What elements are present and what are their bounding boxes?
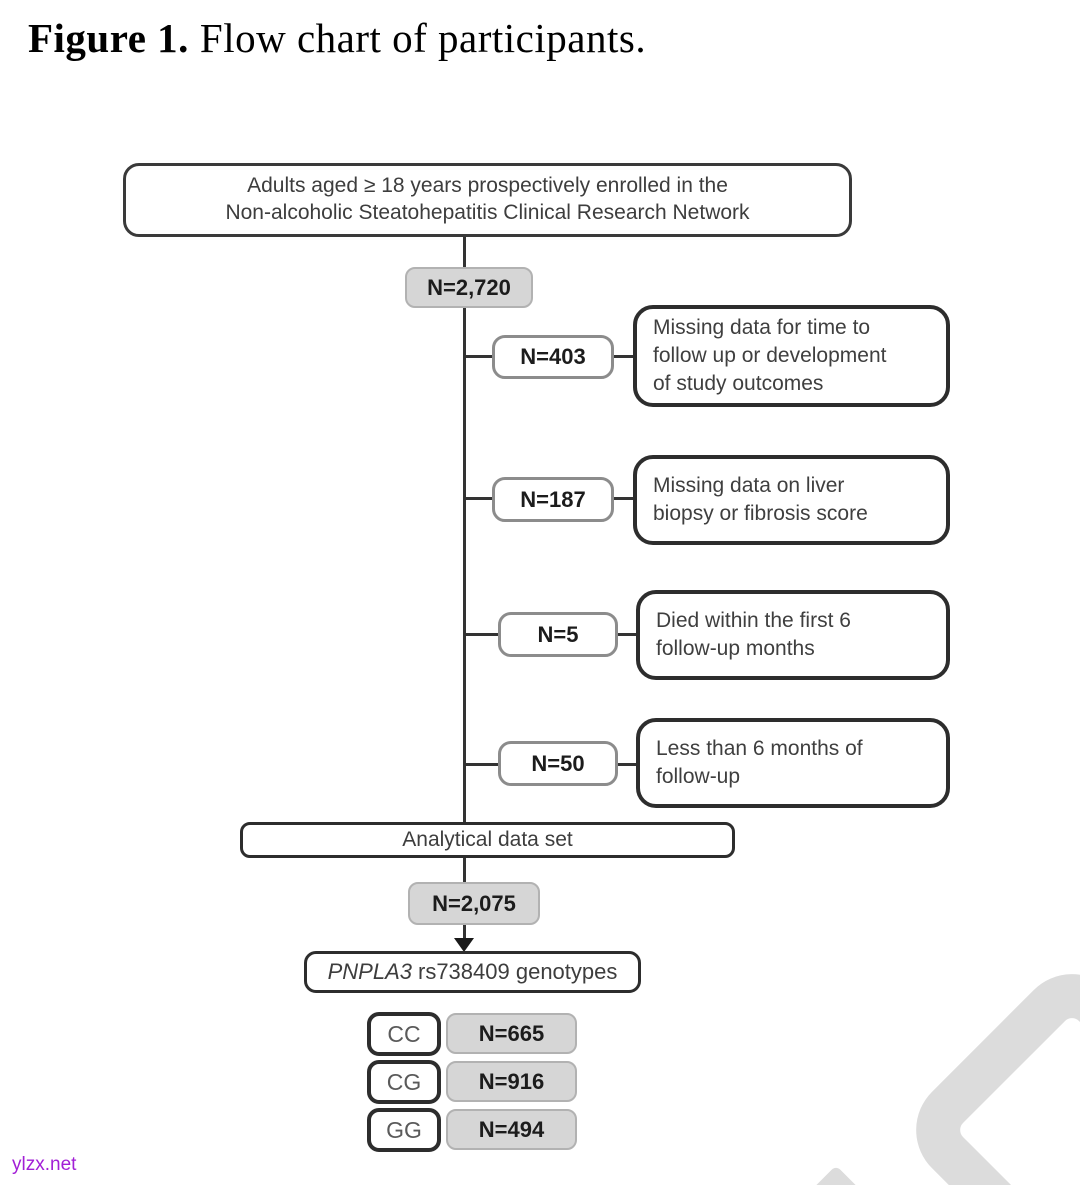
genotype-label-box-cc: CC	[367, 1012, 441, 1056]
exclusion-reason-box-2: Missing data on liver biopsy or fibrosis…	[633, 455, 950, 545]
exclusion-reason-box-1: Missing data for time to follow up or de…	[633, 305, 950, 407]
branch-line-2	[464, 497, 492, 500]
figure-caption: Figure 1.Flow chart of participants.	[28, 14, 646, 62]
exclusion-n-2: N=187	[520, 486, 586, 512]
genotype-label-cg: CG	[386, 1068, 422, 1095]
exclusion-n-box-4: N=50	[498, 741, 618, 786]
watermark-letter-tip	[779, 1165, 893, 1185]
watermark-link[interactable]: ylzx.net	[12, 1154, 77, 1175]
analytical-n-badge: N=2,075	[408, 882, 540, 925]
watermark-letter-fragment	[893, 951, 1080, 1185]
genotype-label-box-cg: CG	[367, 1060, 441, 1104]
exclusion-n-3: N=5	[537, 621, 579, 647]
genotype-label-gg: GG	[386, 1116, 422, 1143]
exclusion-reason-4: Less than 6 months of follow-up	[656, 737, 863, 788]
figure-caption-number: Figure 1.	[28, 15, 189, 61]
exclusion-n-4: N=50	[531, 750, 585, 776]
genotype-n-badge-cg: N=916	[446, 1061, 577, 1102]
exclusion-reason-box-3: Died within the first 6 follow-up months	[636, 590, 950, 680]
exclusion-n-1: N=403	[520, 344, 586, 369]
branch-line-1	[464, 355, 492, 358]
genotype-label-cc: CC	[387, 1020, 421, 1047]
analytical-dataset-box: Analytical data set	[240, 822, 735, 858]
enrollment-box: Adults aged ≥ 18 years prospectively enr…	[123, 163, 852, 237]
genotype-n-badge-gg: N=494	[446, 1109, 577, 1150]
enrolled-n: N=2,720	[427, 274, 511, 300]
analytical-dataset-label: Analytical data set	[402, 828, 573, 851]
enrolled-n-badge: N=2,720	[405, 267, 533, 308]
gene-name-italic: PNPLA3	[327, 959, 412, 984]
figure-caption-text: Flow chart of participants.	[199, 15, 647, 61]
exclusion-reason-1: Missing data for time to follow up or de…	[653, 316, 887, 395]
main-flow-line	[463, 237, 466, 822]
connector-line-3	[616, 633, 636, 636]
exclusion-reason-box-4: Less than 6 months of follow-up	[636, 718, 950, 808]
enrollment-line-1: Adults aged ≥ 18 years prospectively enr…	[247, 174, 728, 198]
connector-line-4	[616, 763, 636, 766]
analytical-n: N=2,075	[432, 890, 516, 916]
genotype-label-box-gg: GG	[367, 1108, 441, 1152]
flow-line-arrow-shaft	[463, 925, 466, 941]
branch-line-4	[464, 763, 498, 766]
exclusion-n-box-1: N=403	[492, 335, 614, 379]
genotype-n-badge-cc: N=665	[446, 1013, 577, 1054]
flow-line-analytical-to-n	[463, 858, 466, 882]
exclusion-reason-2: Missing data on liver biopsy or fibrosis…	[653, 474, 868, 525]
genotype-n-cg: N=916	[478, 1068, 545, 1094]
exclusion-n-box-3: N=5	[498, 612, 618, 657]
branch-line-3	[464, 633, 498, 636]
exclusion-reason-3: Died within the first 6 follow-up months	[656, 609, 851, 660]
genotype-title-rest: rs738409 genotypes	[418, 959, 618, 984]
connector-line-2	[614, 497, 634, 500]
enrollment-line-2: Non-alcoholic Steatohepatitis Clinical R…	[225, 201, 750, 224]
flow-arrowhead	[454, 938, 474, 952]
exclusion-n-box-2: N=187	[492, 477, 614, 522]
connector-line-1	[614, 355, 634, 358]
genotype-n-cc: N=665	[478, 1020, 545, 1046]
genotype-n-gg: N=494	[478, 1116, 545, 1142]
